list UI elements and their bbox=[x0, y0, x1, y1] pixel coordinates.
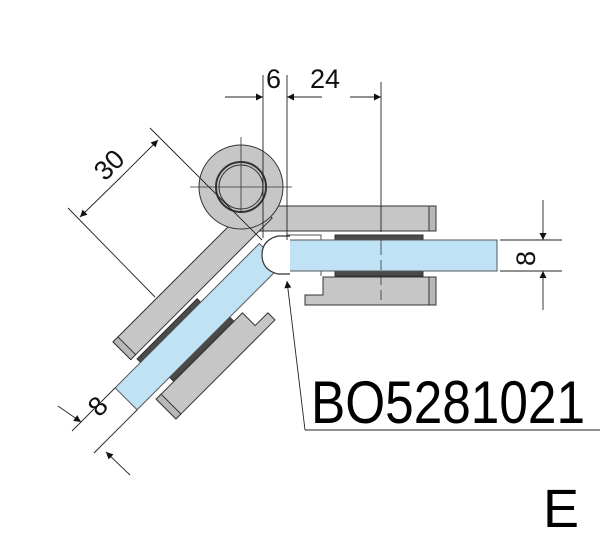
center-lines bbox=[190, 137, 382, 300]
right-bottom-plate bbox=[304, 276, 437, 306]
dimension-30: 30 bbox=[88, 144, 130, 186]
top-dimensions bbox=[225, 75, 382, 240]
right-gasket-top bbox=[334, 234, 424, 241]
variant-letter: E bbox=[543, 479, 579, 539]
seal-profile bbox=[261, 235, 290, 275]
dimension-8-right: 8 bbox=[511, 251, 541, 266]
right-gasket-bottom bbox=[334, 270, 424, 277]
right-glass bbox=[286, 239, 498, 272]
left-thickness-dimension bbox=[57, 387, 138, 476]
left-clamp bbox=[112, 199, 283, 420]
dimension-24: 24 bbox=[310, 64, 340, 94]
depth-dimension bbox=[67, 127, 263, 298]
right-clamp bbox=[240, 205, 498, 306]
dimension-8-left: 8 bbox=[82, 390, 114, 422]
part-leader bbox=[284, 280, 600, 431]
part-number: BO5281021 bbox=[311, 369, 585, 436]
dimension-6: 6 bbox=[266, 64, 281, 94]
right-thickness-dimension bbox=[500, 200, 562, 310]
